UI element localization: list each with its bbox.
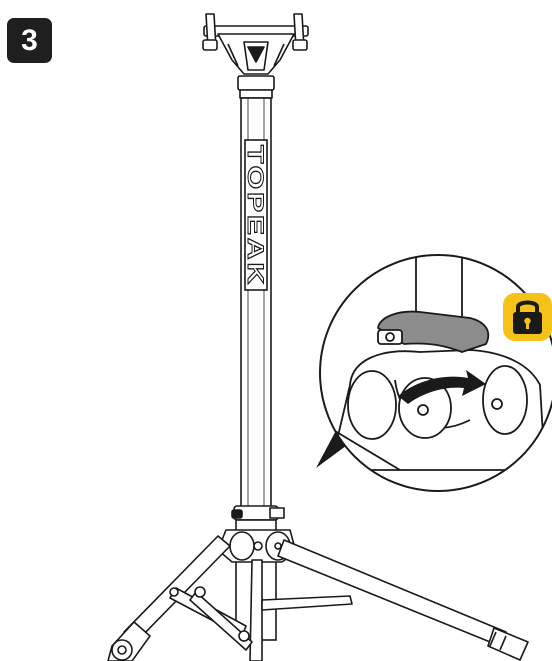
rotate-arrow-icon — [398, 370, 486, 404]
lock-icon — [503, 293, 552, 341]
step-number-badge: 3 — [7, 18, 52, 63]
zoom-detail — [319, 254, 552, 492]
brand-label: TOPEAK — [243, 145, 268, 287]
stand-head — [202, 13, 309, 99]
main-post — [240, 97, 272, 517]
tripod-legs — [107, 535, 529, 661]
height-lock-collar — [231, 505, 285, 521]
